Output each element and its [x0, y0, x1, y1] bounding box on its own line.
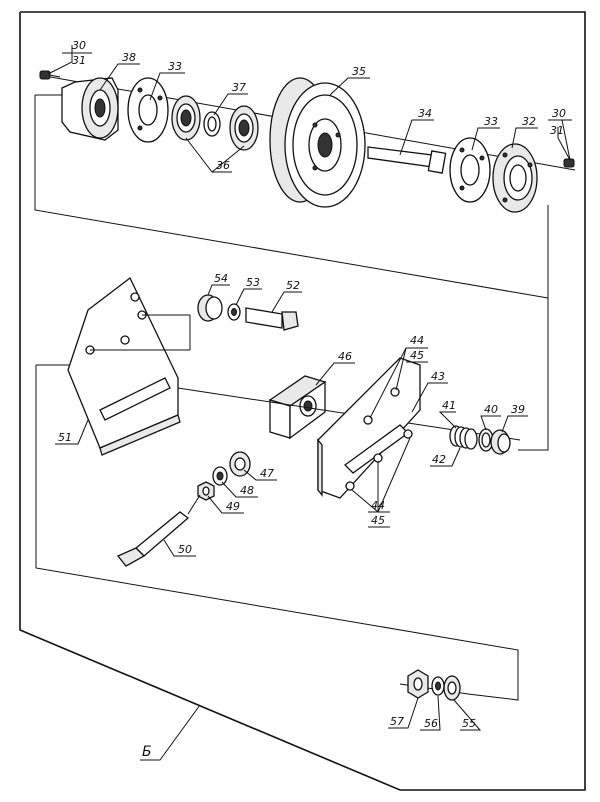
view-label: Б [142, 744, 152, 760]
callout-46: 46 [338, 350, 352, 363]
washer-56 [431, 676, 445, 696]
callout-49: 49 [226, 500, 240, 513]
washer-47 [229, 451, 251, 477]
callout-44-top: 44 [410, 334, 424, 347]
callout-45-top: 45 [410, 349, 424, 362]
top-shaft-assembly [39, 70, 576, 213]
callout-33-left: 33 [168, 60, 182, 73]
callout-30-right: 30 [552, 107, 566, 120]
screw-left [39, 70, 61, 80]
callout-55: 55 [462, 717, 476, 730]
callout-56: 56 [424, 717, 438, 730]
top-group-envelope [34, 94, 549, 299]
callout-37: 37 [232, 81, 246, 94]
slider-block [268, 375, 327, 440]
callout-50: 50 [178, 543, 192, 556]
callout-53: 53 [246, 276, 260, 289]
washer-53 [227, 303, 241, 321]
callout-35: 35 [352, 65, 366, 78]
view-boundary [19, 11, 586, 791]
nut-57 [407, 669, 429, 699]
callout-47: 47 [260, 467, 274, 480]
callout-52: 52 [286, 279, 300, 292]
callout-31-left: 31 [72, 54, 86, 67]
flange-right [492, 143, 538, 213]
bearing-left [171, 95, 201, 141]
bolt-50 [116, 494, 201, 567]
callout-43: 43 [431, 370, 445, 383]
callout-32: 32 [522, 115, 536, 128]
spacer-ring [203, 111, 221, 137]
callout-48: 48 [240, 484, 254, 497]
bolt-52 [245, 307, 299, 331]
leader-lines [47, 45, 572, 761]
gasket-left [127, 77, 169, 143]
bottom-fastener-set [399, 669, 469, 701]
callout-34: 34 [418, 107, 432, 120]
screw-right [563, 158, 575, 168]
flange-housing [61, 77, 119, 141]
callout-44-bottom: 44 [371, 499, 385, 512]
callout-51: 51 [58, 431, 72, 444]
callout-42: 42 [432, 453, 446, 466]
pulley [269, 77, 366, 208]
callout-36: 36 [216, 159, 230, 172]
callout-31-right: 31 [550, 124, 564, 137]
callout-45-bottom: 45 [371, 514, 385, 527]
callout-labels: 30 31 38 33 37 35 36 34 33 32 30 31 54 5… [58, 39, 566, 760]
spring [449, 425, 478, 450]
bearing-right [229, 105, 259, 151]
middle-assembly [67, 276, 521, 567]
washer-55 [443, 675, 461, 701]
bushing [197, 294, 223, 322]
callout-57: 57 [390, 715, 404, 728]
callout-38: 38 [122, 51, 136, 64]
nut-49 [197, 481, 215, 501]
callout-40: 40 [484, 403, 498, 416]
shaft [367, 146, 447, 174]
tension-bracket [317, 357, 421, 499]
middle-group-envelope [35, 298, 549, 701]
callout-41: 41 [442, 399, 456, 412]
washer-48 [212, 466, 228, 486]
sleeve-39 [490, 429, 511, 455]
callout-39: 39 [511, 403, 525, 416]
callout-33-right: 33 [484, 115, 498, 128]
gasket-right [449, 137, 491, 203]
callout-54: 54 [214, 272, 228, 285]
mounting-plate [67, 276, 191, 456]
callout-30-left: 30 [72, 39, 86, 52]
